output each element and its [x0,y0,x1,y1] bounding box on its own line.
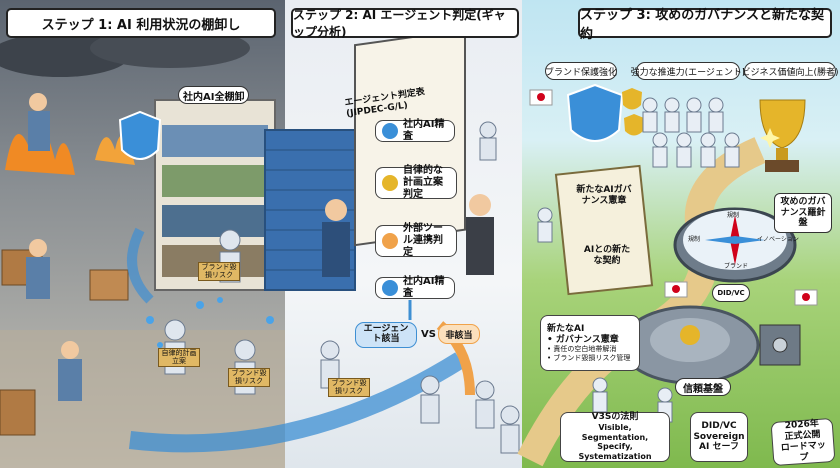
box-label: 自律的計画立案 [158,348,200,367]
compass-east: イノベーション [757,236,799,243]
check-step-2: 自律的な計画立案判定 [375,165,457,200]
check-icon [382,280,398,296]
trust-base-label: 信頼基盤 [675,378,731,396]
gear-icon [382,233,398,249]
box-label: ブランド毀損リスク [198,262,240,281]
compass-icon [673,207,797,283]
result-non-agent: 非該当 [438,324,480,344]
shield-icon [566,83,624,142]
network-icon [146,297,274,348]
arrow-icon [128,352,465,453]
worker-icon [28,111,50,151]
tag-business-value: ビジネス価値向上(勝者) [741,62,839,80]
shield-icon [118,110,162,160]
scroll-title: 新たなAIガバナンス憲章 [576,185,632,206]
result-agent: エージェント該当 [355,322,417,348]
shield-icon [622,88,642,110]
worker-icon [29,93,47,111]
box-label: ブランド毀損リスク [228,368,270,387]
document-icon [382,175,398,191]
worker-icon [29,239,47,257]
compass-north: 規制 [727,212,740,219]
shelf-books [162,125,268,277]
scroll-contract: AIとの新たな契約 [583,245,631,266]
robot-icon [537,97,740,423]
road [517,137,766,467]
check-icon [382,123,398,139]
japan-flag-icon [664,281,688,298]
japan-flag-icon [529,89,553,106]
v3s-box: V3Sの法則 Visible, Segmentation, Specify, S… [560,412,670,462]
sparkle-icon [760,128,780,148]
check-step-1: 社内AI精査 [375,119,455,142]
box-icon [0,389,36,436]
gear-charter-box: 新たなAI • ガバナンス憲章 • 責任の空白地帯解消 • ブランド毀損リスク管… [540,315,640,371]
safe-icon [772,337,788,353]
arrow-icon [127,227,154,304]
step3-title: ステップ 3: 攻めのガバナンスと新たな契約 [578,8,832,42]
shield-icon [624,114,644,136]
tag-agent-drive: 強力な推進力(エージェント) [631,62,745,80]
compass-west: 規制 [688,236,701,243]
storm-cloud [90,28,250,68]
compass-title: 攻めのガバナンス羅針盤 [774,193,832,233]
did-vc-box: DID/VC Sovereign AI セーフ [690,412,748,462]
shelf-label: 社内AI全棚卸 [178,86,250,104]
step1-title: ステップ 1: AI 利用状況の棚卸し [6,8,276,38]
vs-label: VS [421,329,436,340]
worker-icon [58,359,82,401]
tag-brand-protection: ブランド保護強化 [545,62,617,80]
check-step-4: 社内AI精査 [375,276,455,299]
step2-title: ステップ 2: AI エージェント判定(ギャップ分析) [291,8,519,39]
box-icon [89,269,129,301]
businessman-icon [322,199,350,277]
compass-south: ブランド [724,263,749,270]
japan-flag-icon [794,289,818,306]
fire-icon [5,127,75,175]
box-label: ブランド毀損リスク [328,378,370,397]
roadmap-sign: 2026年 正式公開 ロードマップ [770,417,836,467]
gear-icon [620,305,760,385]
worker-icon [61,341,79,359]
businessman-icon [466,194,494,275]
worker-icon [26,257,50,299]
check-step-3: 外部ツール連携判定 [375,223,457,258]
did-badge: DID/VC [712,284,750,302]
robot-icon [320,121,520,454]
charter-scroll [554,164,654,296]
